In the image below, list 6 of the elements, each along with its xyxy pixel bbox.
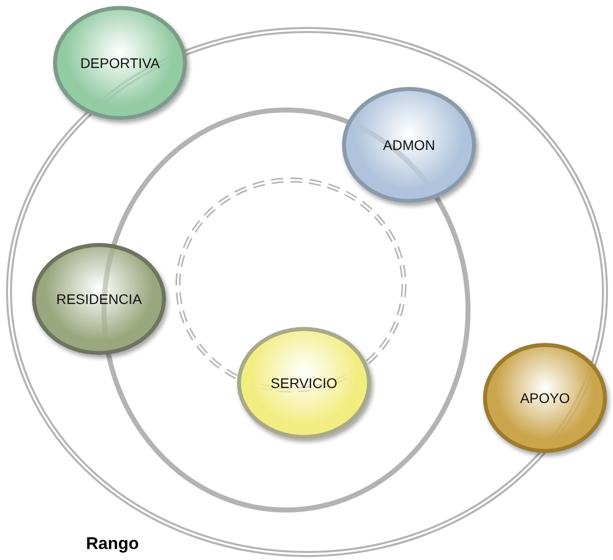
node-label: SERVICIO xyxy=(270,375,338,391)
node-label: ADMON xyxy=(382,137,436,153)
rank-label: Rango xyxy=(86,534,139,554)
node-label: RESIDENCIA xyxy=(56,291,142,307)
node-label: APOYO xyxy=(520,390,570,406)
node-label: DEPORTIVA xyxy=(80,55,160,71)
